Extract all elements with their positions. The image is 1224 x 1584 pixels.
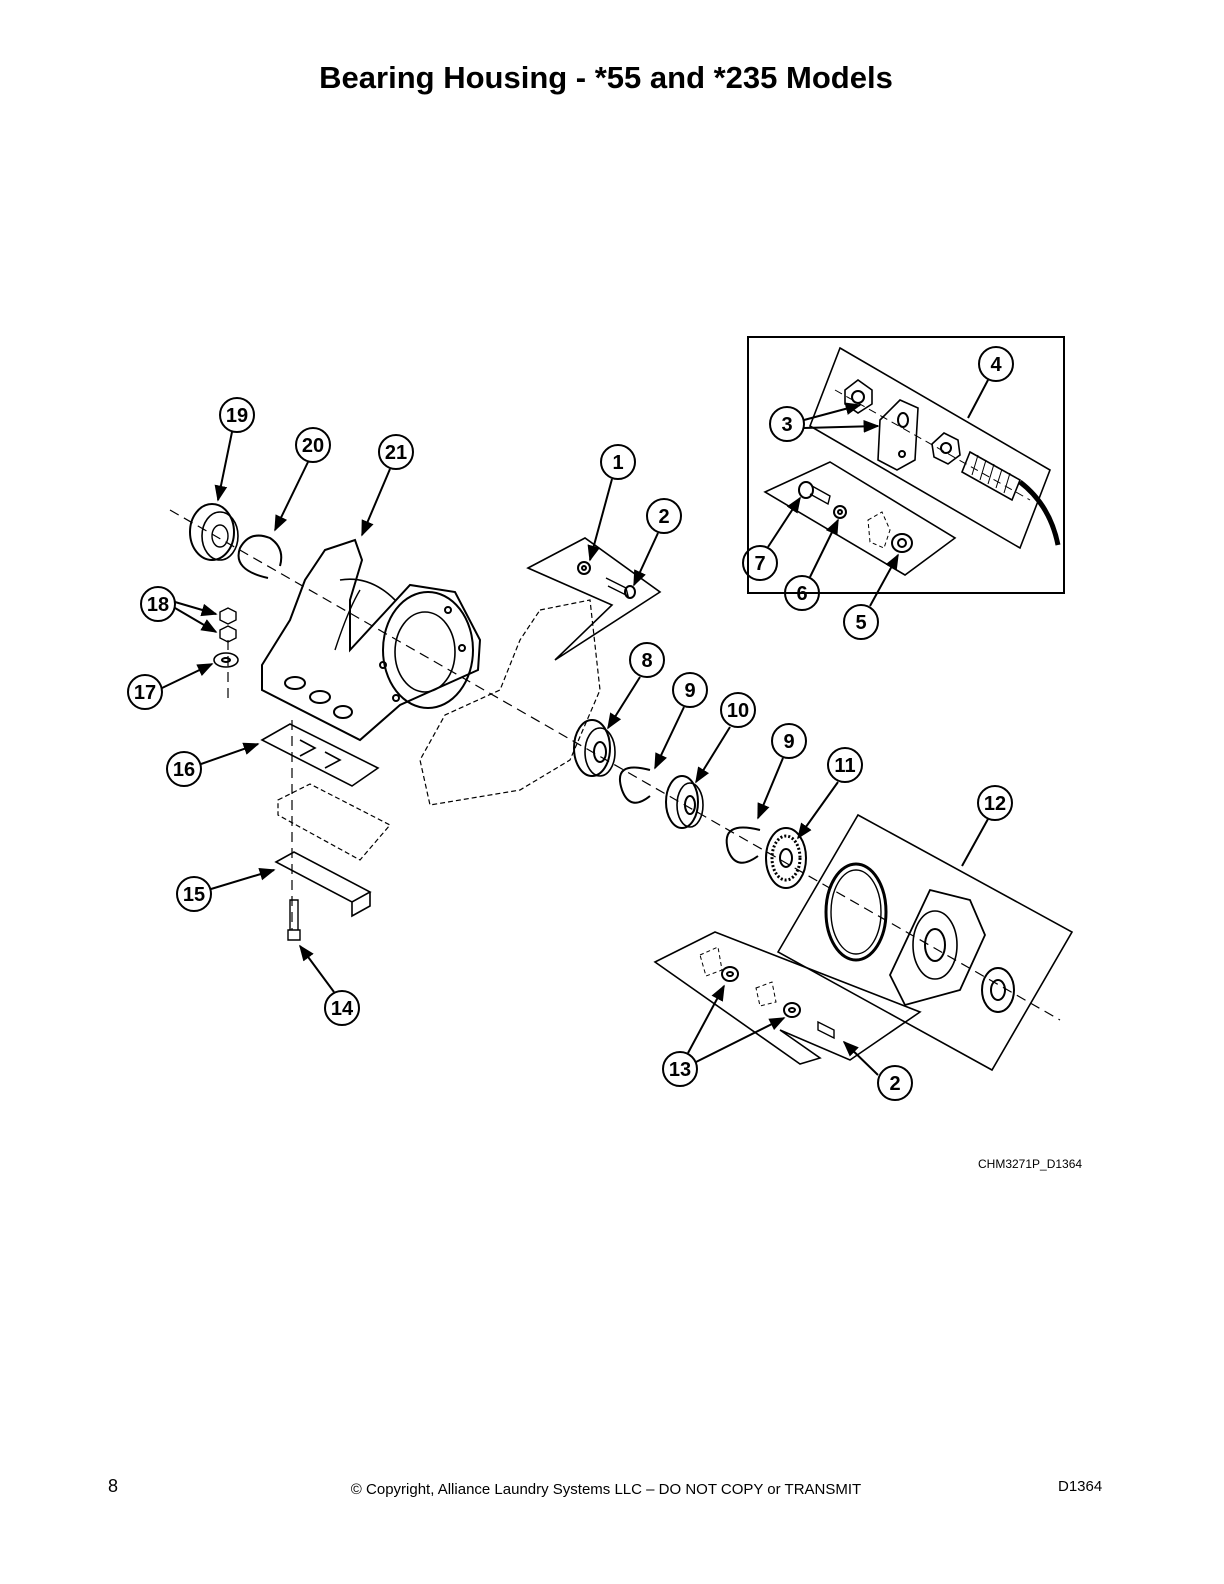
callout-label-9b: 9 — [783, 731, 794, 753]
cover-panel-12 — [776, 813, 1074, 1072]
callout-label-5: 5 — [855, 612, 866, 634]
bearing-19 — [189, 503, 239, 561]
snap-ring-20 — [237, 534, 283, 579]
bearing-housing-body — [261, 538, 482, 742]
callout-19 — [214, 397, 255, 502]
callout-2a — [633, 498, 682, 587]
seal-11 — [765, 827, 807, 889]
callout-14 — [299, 944, 360, 1026]
callout-label-16: 16 — [173, 759, 195, 781]
callout-label-7: 7 — [754, 553, 765, 575]
document-id: D1364 — [1058, 1478, 1103, 1495]
callout-13 — [662, 984, 786, 1087]
callout-label-2: 2 — [658, 506, 669, 528]
sensor-inset-box — [747, 336, 1065, 594]
page-number: 8 — [108, 1476, 119, 1496]
page-title: Bearing Housing - *55 and *235 Models — [319, 60, 893, 95]
callout-label-11: 11 — [834, 755, 855, 777]
channel-15 — [274, 851, 372, 918]
callout-label-2b: 2 — [889, 1073, 900, 1095]
copyright-notice: © Copyright, Alliance Laundry Systems LL… — [350, 1481, 862, 1498]
bolt-14 — [287, 899, 301, 941]
dashed-shim — [277, 783, 391, 861]
callout-7 — [742, 496, 801, 581]
panel-1-2 — [526, 537, 662, 661]
callout-2b — [842, 1040, 913, 1101]
callout-label-8: 8 — [641, 650, 652, 672]
callout-15 — [176, 868, 276, 912]
snap-ring-9b — [725, 826, 761, 864]
callout-12 — [961, 785, 1013, 867]
callout-4 — [967, 346, 1014, 419]
callout-label-18: 18 — [147, 594, 169, 616]
parts-17-18 — [213, 607, 239, 668]
callout-label-17: 17 — [134, 682, 156, 704]
callout-10 — [695, 692, 756, 784]
callout-label-14: 14 — [331, 998, 354, 1020]
callout-9a — [654, 672, 708, 770]
callout-6 — [784, 518, 839, 611]
callout-16 — [166, 742, 260, 787]
figure-code: CHM3271P_D1364 — [978, 1157, 1083, 1171]
callout-label-1: 1 — [612, 452, 623, 474]
callout-label-20: 20 — [302, 435, 324, 457]
bearing-8 — [573, 719, 616, 777]
callout-label-3: 3 — [781, 414, 792, 436]
callout-label-12: 12 — [984, 793, 1006, 815]
callout-label-13: 13 — [669, 1059, 691, 1081]
panel-13 — [653, 931, 922, 1065]
callout-label-9a: 9 — [684, 680, 695, 702]
callout-11 — [797, 747, 863, 840]
callout-label-4: 4 — [990, 354, 1002, 376]
callout-9b — [757, 723, 807, 820]
callout-21 — [361, 434, 414, 537]
snap-ring-9a — [619, 766, 651, 804]
callout-label-21: 21 — [385, 442, 407, 464]
shim-16 — [260, 723, 380, 787]
callout-label-10: 10 — [727, 700, 749, 722]
callout-3 — [769, 402, 880, 442]
callout-18 — [140, 586, 218, 633]
spacer-10 — [665, 775, 704, 829]
callout-label-19: 19 — [226, 405, 248, 427]
callout-label-6: 6 — [796, 583, 807, 605]
callout-17 — [127, 663, 214, 710]
callout-5 — [843, 553, 899, 640]
callout-8 — [607, 642, 665, 730]
callout-20 — [274, 427, 331, 532]
callout-label-15: 15 — [183, 884, 205, 906]
callout-1 — [587, 444, 636, 562]
